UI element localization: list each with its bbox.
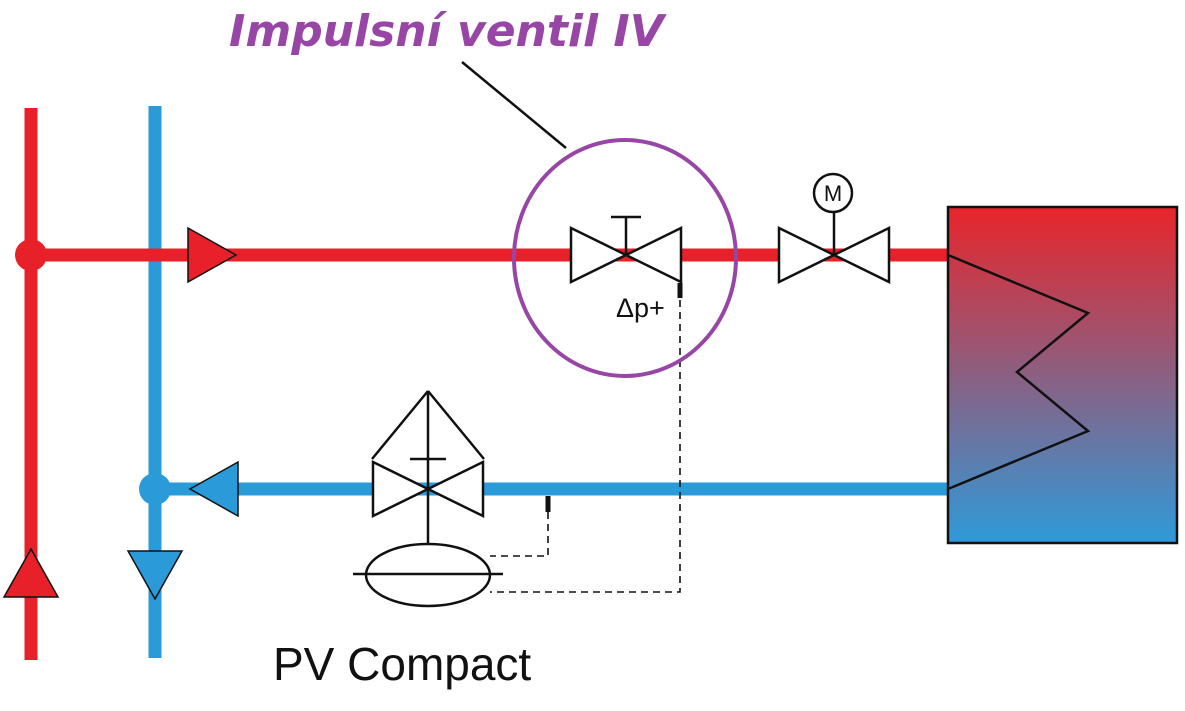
pv-compact-valve-icon [353, 390, 503, 608]
impulse-valve-icon [569, 215, 683, 298]
heat-exchanger [946, 205, 1179, 545]
callout-title: Impulsní ventil IV [229, 6, 667, 57]
return-junction [139, 473, 171, 505]
callout-circle [512, 138, 738, 378]
motor-valve-icon [777, 172, 891, 285]
triangle-down-icon [126, 550, 184, 601]
triangle-right-icon [187, 226, 238, 284]
impulse-lines [490, 300, 681, 593]
exchanger-coil-icon [947, 253, 1091, 491]
pv-compact-label: PV Compact [273, 638, 531, 690]
supply-junction [15, 239, 47, 271]
callout-leader [461, 61, 567, 149]
motor-label: M [824, 181, 842, 206]
triangle-up-icon [2, 547, 60, 598]
motor-circle-icon [812, 172, 854, 214]
triangle-left-icon [188, 460, 239, 518]
delta-p-label: Δp+ [616, 293, 665, 323]
